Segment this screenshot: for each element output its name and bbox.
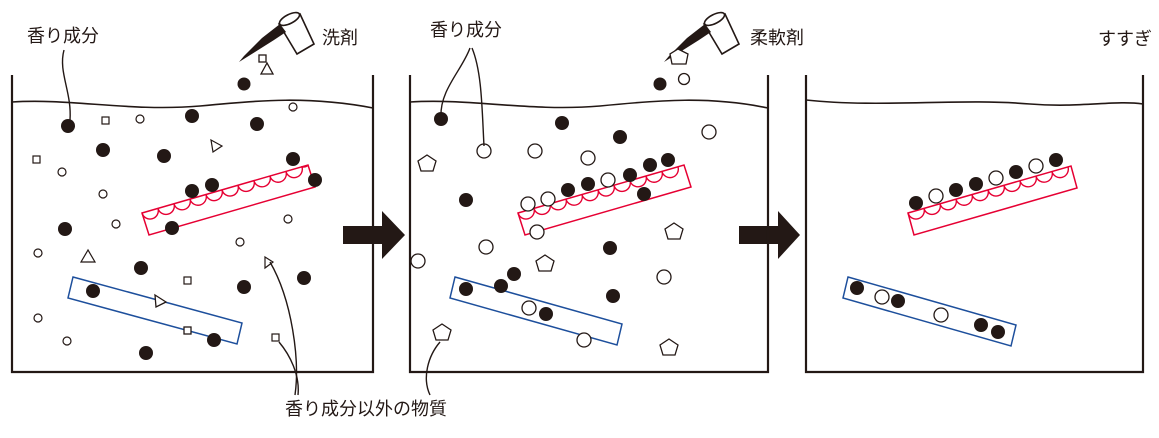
tub-1	[10, 75, 375, 374]
right-arrow-icon	[739, 211, 800, 259]
panel-rinse	[804, 75, 1145, 374]
label-rinse: すすぎ	[1098, 29, 1152, 50]
blue-fiber-1	[67, 276, 243, 347]
right-arrow-icon	[343, 211, 405, 259]
red-fiber-3	[907, 153, 1078, 236]
blue-fiber-2	[449, 276, 623, 348]
water-surface-2	[409, 99, 769, 109]
label-non-fragrance: 香り成分以外の物質	[285, 399, 447, 420]
leader-fragrance-2b	[471, 47, 485, 147]
water-surface-1	[11, 99, 374, 109]
tub-2	[408, 75, 770, 374]
panel-wash	[10, 11, 375, 374]
label-fragrance-2: 香り成分	[430, 20, 502, 41]
label-fragrance-1: 香り成分	[27, 26, 99, 47]
red-fiber-2	[517, 153, 692, 240]
tub-3	[804, 75, 1145, 374]
leader-fragrance-2a	[440, 47, 471, 117]
cup-pouring-icon	[239, 11, 316, 62]
particles-1	[32, 102, 311, 360]
water-surface-3	[805, 99, 1144, 106]
leader-fragrance-1	[61, 49, 71, 121]
leader-non-fragrance-3	[425, 341, 441, 396]
leader-non-fragrance-1	[269, 261, 298, 396]
label-detergent: 洗剤	[322, 28, 358, 49]
leader-non-fragrance-2	[278, 341, 299, 396]
particles-2	[410, 112, 717, 356]
panel-softener	[408, 11, 770, 374]
blue-fiber-3	[842, 276, 1017, 347]
red-fiber-1	[141, 152, 322, 236]
label-softener: 柔軟剤	[750, 28, 804, 49]
